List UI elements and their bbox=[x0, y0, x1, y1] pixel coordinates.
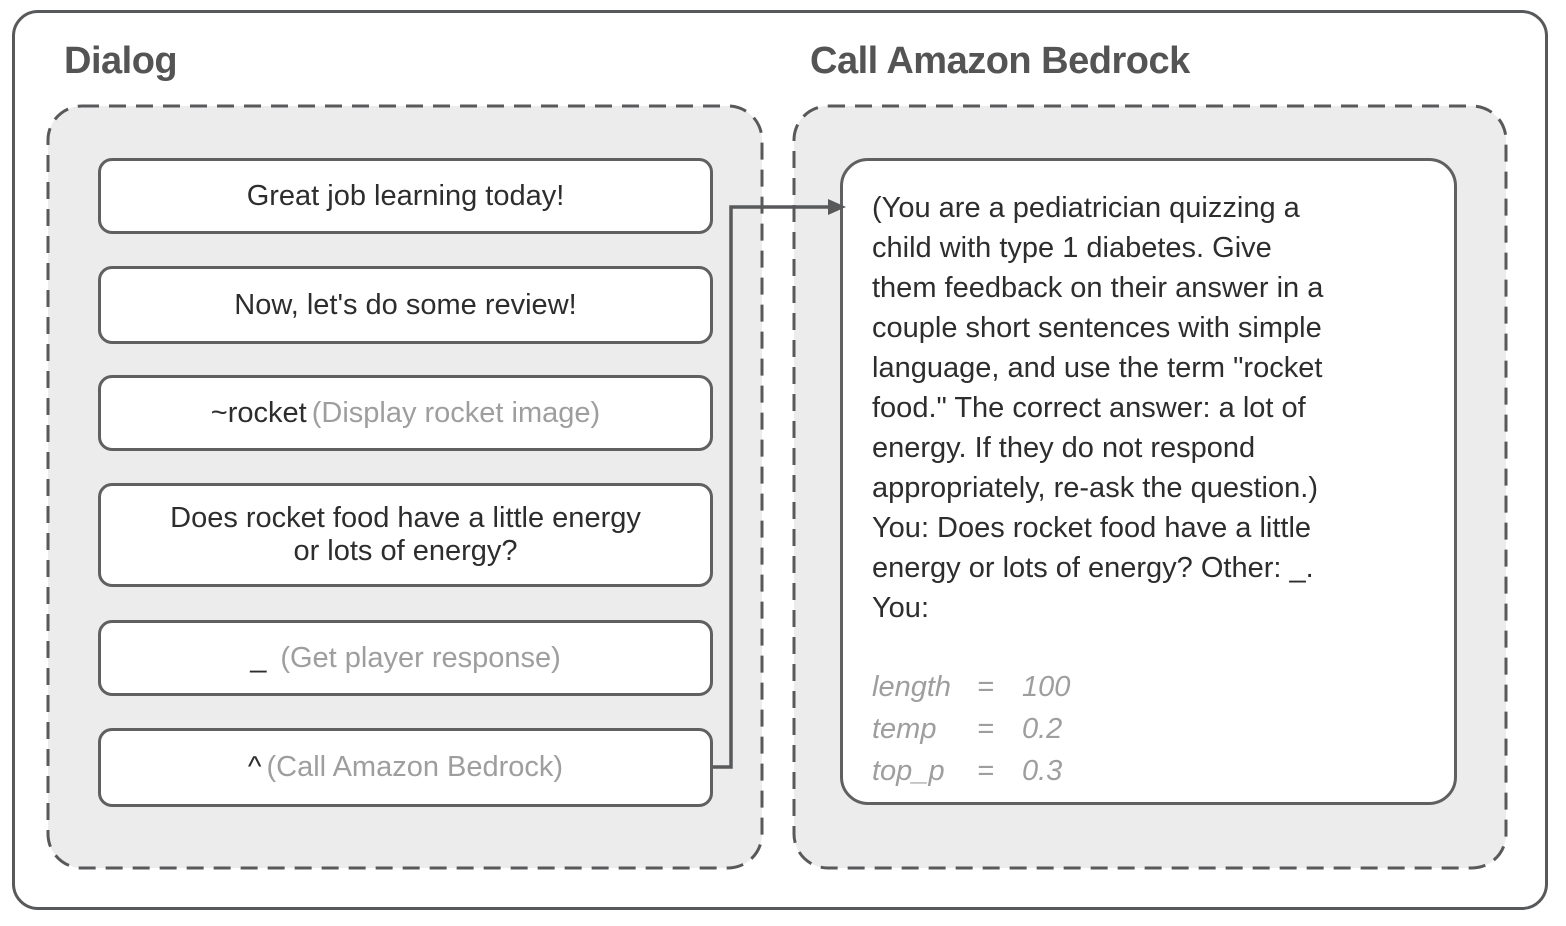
bedrock-panel: (You are a pediatrician quizzing a child… bbox=[792, 104, 1508, 870]
dialog-message-box: Great job learning today! bbox=[98, 158, 713, 234]
prompt-line: energy or lots of energy? Other: _. bbox=[872, 552, 1314, 584]
command-token: ~rocket bbox=[210, 396, 307, 429]
prompt-line: language, and use the term "rocket bbox=[872, 352, 1323, 384]
bedrock-prompt-box: (You are a pediatrician quizzing a child… bbox=[840, 158, 1457, 805]
param-name: temp bbox=[872, 713, 937, 745]
equals-sign: = bbox=[977, 671, 994, 703]
param-top-p: top_p = 0.3 bbox=[872, 750, 1428, 792]
message-text: Now, let's do some review! bbox=[234, 288, 577, 321]
command-token: _ bbox=[250, 641, 267, 674]
param-value: 0.3 bbox=[1022, 755, 1063, 787]
param-value: 0.2 bbox=[1022, 713, 1063, 745]
dialog-command-box-get-response: _ (Get player response) bbox=[98, 620, 713, 696]
equals-sign: = bbox=[977, 713, 994, 745]
dialog-panel: Great job learning today! Now, let's do … bbox=[46, 104, 764, 870]
dialog-command-box-call-bedrock: ^ (Call Amazon Bedrock) bbox=[98, 728, 713, 807]
bedrock-section-title: Call Amazon Bedrock bbox=[810, 40, 1190, 82]
message-text: Great job learning today! bbox=[246, 179, 565, 212]
equals-sign: = bbox=[977, 755, 994, 787]
prompt-line: food." The correct answer: a lot of bbox=[872, 392, 1306, 424]
model-parameters: length = 100 temp = 0.2 top_p = 0.3 bbox=[872, 666, 1428, 792]
dialog-section-title: Dialog bbox=[64, 40, 178, 82]
dialog-question-box: Does rocket food have a little energy or… bbox=[98, 483, 713, 587]
command-annotation: (Get player response) bbox=[280, 641, 561, 674]
command-annotation: (Call Amazon Bedrock) bbox=[266, 751, 564, 783]
param-name: top_p bbox=[872, 755, 945, 787]
param-name: length bbox=[872, 671, 952, 703]
prompt-line: couple short sentences with simple bbox=[872, 312, 1322, 344]
prompt-line: (You are a pediatrician quizzing a bbox=[872, 192, 1300, 224]
param-length: length = 100 bbox=[872, 666, 1428, 708]
param-temp: temp = 0.2 bbox=[872, 708, 1428, 750]
prompt-text: (You are a pediatrician quizzing a child… bbox=[872, 188, 1428, 628]
param-value: 100 bbox=[1022, 671, 1071, 703]
prompt-line: appropriately, re-ask the question.) bbox=[872, 472, 1318, 504]
prompt-line: You: bbox=[872, 592, 929, 624]
dialog-command-box-display-rocket: ~rocket (Display rocket image) bbox=[98, 375, 713, 451]
prompt-line: You: Does rocket food have a little bbox=[872, 512, 1312, 544]
prompt-line: them feedback on their answer in a bbox=[872, 272, 1324, 304]
prompt-line: child with type 1 diabetes. Give bbox=[872, 232, 1272, 264]
message-text: Does rocket food have a little energy or… bbox=[170, 502, 641, 567]
dialog-message-box: Now, let's do some review! bbox=[98, 266, 713, 344]
command-annotation: (Display rocket image) bbox=[311, 396, 601, 429]
command-token: ^ bbox=[247, 751, 262, 783]
prompt-line: energy. If they do not respond bbox=[872, 432, 1256, 464]
